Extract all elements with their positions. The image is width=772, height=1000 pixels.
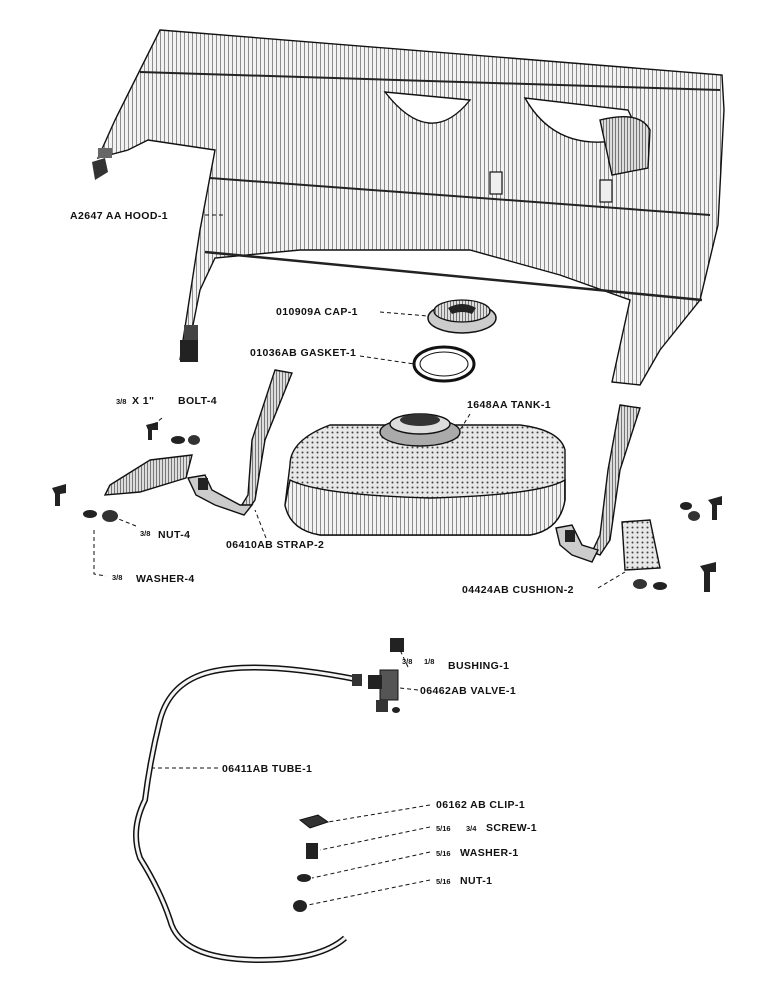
fraction-screw-a: 5/16: [436, 824, 451, 833]
valve-drawing: [368, 638, 404, 713]
cushion-left-drawing: [103, 454, 193, 496]
tube-drawing: [133, 664, 362, 964]
label-valve: 06462AB VALVE-1: [420, 685, 516, 697]
label-screw: SCREW-1: [486, 822, 537, 834]
label-strap: 06410AB STRAP-2: [226, 539, 324, 551]
label-gasket: 01036AB GASKET-1: [250, 347, 356, 359]
fraction-screw-b: 3/4: [466, 824, 477, 833]
strap-right-drawing: [555, 404, 641, 563]
label-bolt-size: X 1": [132, 395, 154, 407]
label-clip: 06162 AB CLIP-1: [436, 799, 525, 811]
fraction-nut: 3/8: [140, 529, 150, 538]
cushion-right-drawing: [621, 519, 661, 571]
clip-hardware-drawing: [293, 814, 330, 912]
fraction-bushing-b: 1/8: [424, 657, 434, 666]
labels: A2647 AA HOOD-1 010909A CAP-1 01036AB GA…: [70, 210, 574, 887]
tank-drawing: [284, 413, 566, 536]
strap-left-drawing: [186, 369, 293, 516]
label-tube: 06411AB TUBE-1: [222, 763, 312, 775]
gasket-drawing: [412, 345, 476, 383]
label-nut-1: NUT-1: [460, 875, 492, 887]
leader-lines: [93, 214, 626, 906]
fraction-washer: 3/8: [112, 573, 122, 582]
label-bolt: BOLT-4: [178, 395, 217, 407]
fraction-bolt-size: 3/8: [116, 397, 126, 406]
tank-hardware-drawing: [52, 422, 722, 592]
label-cushion: 04424AB CUSHION-2: [462, 584, 574, 596]
label-bushing: BUSHING-1: [448, 660, 509, 672]
label-tank: 1648AA TANK-1: [467, 399, 551, 411]
cap-drawing: [427, 299, 497, 334]
hood-drawing: [92, 29, 725, 386]
fraction-nut-1: 5/16: [436, 877, 451, 886]
label-washer-1: WASHER-1: [460, 847, 519, 859]
fraction-bushing-a: 3/8: [402, 657, 412, 666]
label-nut-4: NUT-4: [158, 529, 190, 541]
label-cap: 010909A CAP-1: [276, 306, 358, 318]
label-hood: A2647 AA HOOD-1: [70, 210, 168, 222]
label-washer-4: WASHER-4: [136, 573, 195, 585]
fraction-washer-1: 5/16: [436, 849, 451, 858]
